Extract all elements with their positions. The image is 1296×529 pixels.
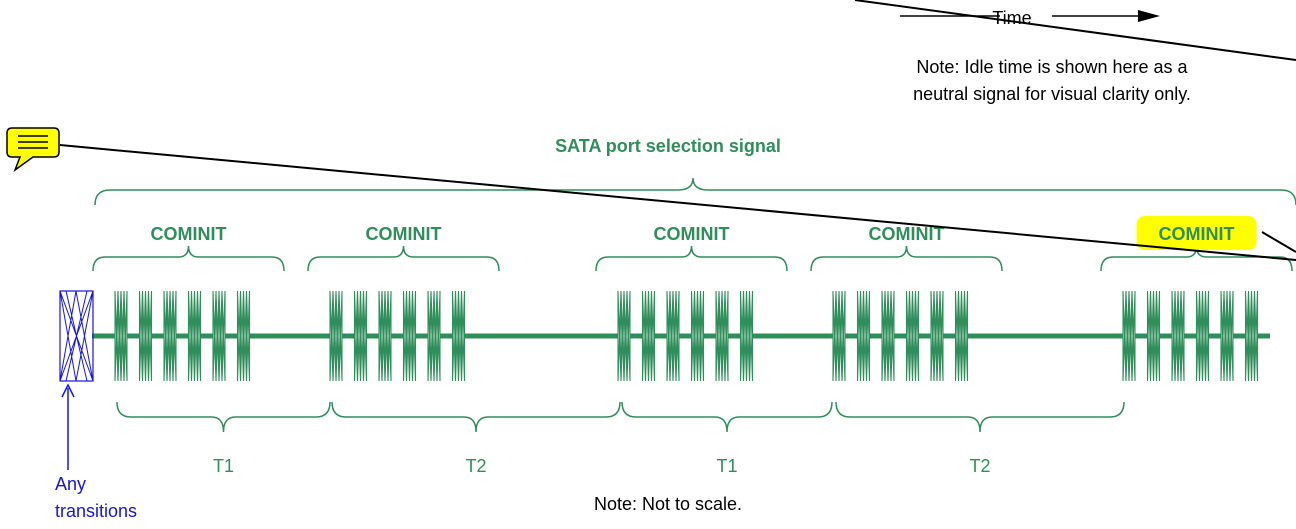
annotation-line-top xyxy=(854,0,1296,61)
cominit-label: COMINIT xyxy=(654,224,730,244)
burst-pulse xyxy=(1244,290,1259,382)
interval-group: T2 xyxy=(331,401,621,476)
burst-pulse xyxy=(138,290,153,382)
burst-pulse xyxy=(930,290,944,382)
interval-brace xyxy=(835,401,1125,433)
burst-pulse xyxy=(856,290,871,382)
intervals-layer: T1 T2 T1 T2 xyxy=(116,401,1125,476)
burst-pulse xyxy=(402,290,417,382)
interval-label: T2 xyxy=(465,456,486,476)
burst-pulse xyxy=(954,290,969,382)
interval-group: T1 xyxy=(116,401,331,476)
any-transitions-line2: transitions xyxy=(55,501,137,521)
burst-pulse xyxy=(881,290,895,382)
burst-pulse xyxy=(329,290,343,382)
burst-pulse xyxy=(378,290,392,382)
burst-pulse xyxy=(641,290,656,382)
interval-brace xyxy=(116,401,331,433)
interval-label: T1 xyxy=(213,456,234,476)
any-transitions-arrow xyxy=(61,383,75,470)
label-highlight xyxy=(1136,216,1257,250)
idle-note-line2: neutral signal for visual clarity only. xyxy=(913,84,1191,104)
burst-pulse xyxy=(236,290,251,382)
interval-label: T1 xyxy=(716,456,737,476)
cominit-brace xyxy=(92,245,285,272)
bursts-layer: COMINIT COMINIT COMINIT COMINIT COMINIT xyxy=(92,216,1293,382)
annotation-line-long xyxy=(59,144,1296,261)
interval-label: T2 xyxy=(969,456,990,476)
burst-pulse xyxy=(187,290,202,382)
cominit-brace xyxy=(810,245,1003,272)
cominit-label: COMINIT xyxy=(366,224,442,244)
burst-pulse xyxy=(1195,290,1210,382)
time-label: Time xyxy=(992,8,1031,28)
burst-pulse xyxy=(1146,290,1161,382)
burst-pulse xyxy=(666,290,680,382)
burst-pulse xyxy=(1220,290,1234,382)
burst-pulse xyxy=(1122,290,1136,382)
cominit-burst: COMINIT xyxy=(1100,216,1293,382)
cominit-label: COMINIT xyxy=(151,224,227,244)
burst-pulse xyxy=(617,290,631,382)
cominit-label: COMINIT xyxy=(1159,224,1235,244)
interval-group: T1 xyxy=(621,401,833,476)
any-transitions-line1: Any xyxy=(55,474,86,494)
interval-group: T2 xyxy=(835,401,1125,476)
any-transitions-block xyxy=(59,290,94,382)
title-brace xyxy=(94,177,1296,206)
comment-icon[interactable] xyxy=(6,127,60,173)
cominit-label: COMINIT xyxy=(869,224,945,244)
burst-pulse xyxy=(163,290,177,382)
burst-pulse xyxy=(114,290,128,382)
burst-pulse xyxy=(212,290,226,382)
burst-pulse xyxy=(715,290,729,382)
burst-pulse xyxy=(451,290,466,382)
cominit-burst: COMINIT xyxy=(810,224,1003,382)
cominit-brace xyxy=(595,245,788,272)
burst-pulse xyxy=(1171,290,1185,382)
interval-brace xyxy=(621,401,833,433)
diagram-title: SATA port selection signal xyxy=(555,136,781,156)
burst-pulse xyxy=(690,290,705,382)
burst-pulse xyxy=(353,290,368,382)
burst-pulse xyxy=(905,290,920,382)
annotation-line-short xyxy=(1261,231,1296,253)
burst-pulse xyxy=(832,290,846,382)
scale-note: Note: Not to scale. xyxy=(594,494,742,514)
burst-pulse xyxy=(427,290,441,382)
cominit-burst: COMINIT xyxy=(595,224,788,382)
idle-note-line1: Note: Idle time is shown here as a xyxy=(916,57,1188,77)
cominit-burst: COMINIT xyxy=(307,224,500,382)
time-arrow xyxy=(900,10,1160,22)
cominit-burst: COMINIT xyxy=(92,224,285,382)
interval-brace xyxy=(331,401,621,433)
burst-pulse xyxy=(739,290,754,382)
cominit-brace xyxy=(307,245,500,272)
